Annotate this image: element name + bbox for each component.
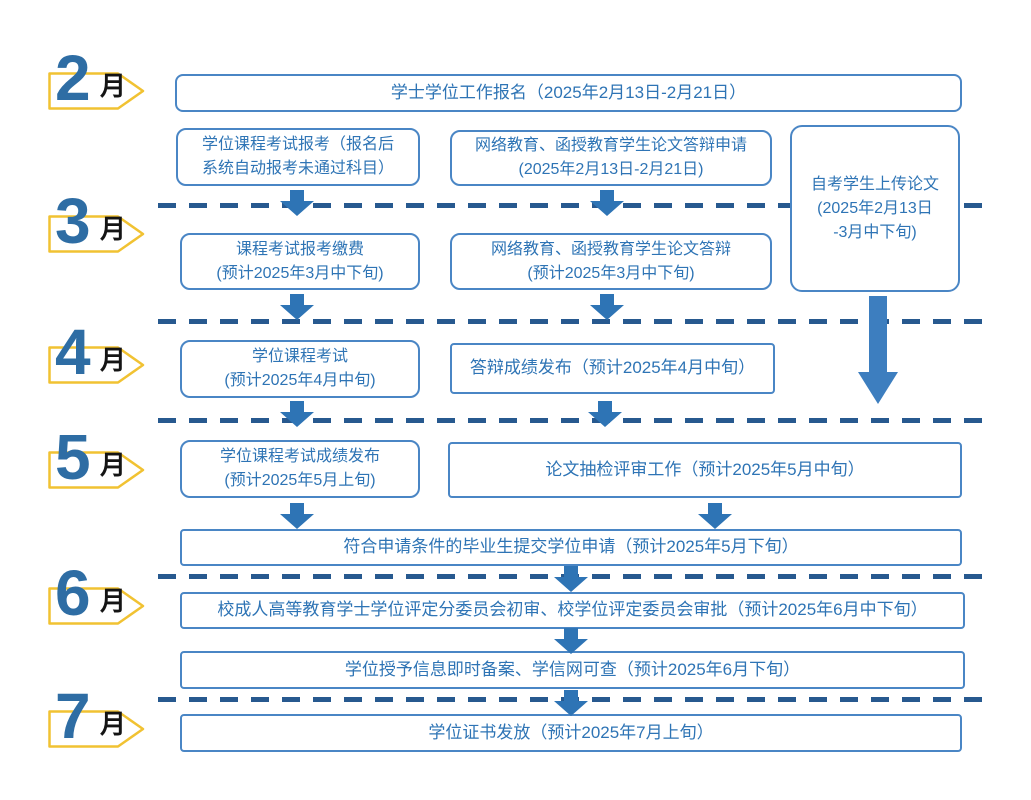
flow-box-thesis-defense: 网络教育、函授教育学生论文答辩 (预计2025年3月中下旬)	[450, 233, 772, 290]
flow-box-certificate-issuance: 学位证书发放（预计2025年7月上旬）	[180, 714, 962, 752]
month-arrow-tag-icon	[48, 451, 145, 489]
down-arrow-icon	[590, 294, 624, 320]
flow-box-thesis-spotcheck-review: 论文抽检评审工作（预计2025年5月中旬）	[448, 442, 962, 498]
month-suffix: 月	[100, 586, 127, 616]
month-label-july: 7 月	[48, 684, 145, 748]
down-arrow-icon	[588, 401, 622, 427]
down-arrow-icon	[590, 190, 624, 216]
flow-box-degree-registration: 学士学位工作报名（2025年2月13日-2月21日）	[175, 74, 962, 112]
flow-box-course-exam-signup: 学位课程考试报考（报名后 系统自动报考未通过科目）	[176, 128, 420, 186]
down-arrow-icon	[554, 628, 588, 654]
down-arrow-icon	[698, 503, 732, 529]
flow-box-submit-degree-application: 符合申请条件的毕业生提交学位申请（预计2025年5月下旬）	[180, 529, 962, 566]
month-label-march: 3 月	[48, 189, 145, 253]
down-arrow-icon	[554, 690, 588, 716]
month-number: 7	[55, 679, 91, 752]
month-suffix: 月	[100, 450, 127, 480]
month-suffix: 月	[100, 71, 127, 101]
month-number: 2	[55, 41, 91, 114]
month-label-may: 5 月	[48, 425, 145, 489]
month-number: 4	[55, 315, 91, 388]
month-number: 3	[55, 184, 91, 257]
flow-box-degree-course-exam: 学位课程考试 (预计2025年4月中旬)	[180, 340, 420, 398]
month-suffix: 月	[100, 345, 127, 375]
month-arrow-tag-icon	[48, 710, 145, 748]
month-label-february: 2 月	[48, 46, 145, 110]
flow-box-defense-result-release: 答辩成绩发布（预计2025年4月中旬）	[450, 343, 775, 394]
long-down-arrow-icon	[858, 296, 898, 404]
down-arrow-icon	[280, 190, 314, 216]
month-label-june: 6 月	[48, 561, 145, 625]
month-suffix: 月	[100, 709, 127, 739]
month-divider-dashed-line	[158, 319, 988, 324]
month-number: 5	[55, 420, 91, 493]
flow-box-committee-review: 校成人高等教育学士学位评定分委员会初审、校学位评定委员会审批（预计2025年6月…	[180, 592, 965, 629]
flow-box-degree-info-filing: 学位授予信息即时备案、学信网可查（预计2025年6月下旬）	[180, 651, 965, 689]
month-arrow-tag-icon	[48, 587, 145, 625]
month-arrow-tag-icon	[48, 346, 145, 384]
month-divider-dashed-line	[158, 203, 988, 208]
down-arrow-icon	[280, 401, 314, 427]
month-suffix: 月	[100, 214, 127, 244]
flow-box-selfstudy-upload-thesis: 自考学生上传论文 (2025年2月13日 -3月中下旬)	[790, 125, 960, 292]
flow-box-thesis-defense-apply: 网络教育、函授教育学生论文答辩申请 (2025年2月13日-2月21日)	[450, 130, 772, 186]
month-arrow-tag-icon	[48, 215, 145, 253]
down-arrow-icon	[280, 503, 314, 529]
flow-box-exam-result-release: 学位课程考试成绩发布 (预计2025年5月上旬)	[180, 440, 420, 498]
down-arrow-icon	[554, 566, 588, 592]
flow-box-exam-fee-payment: 课程考试报考缴费 (预计2025年3月中下旬)	[180, 233, 420, 290]
month-number: 6	[55, 556, 91, 629]
down-arrow-icon	[280, 294, 314, 320]
month-label-april: 4 月	[48, 320, 145, 384]
month-arrow-tag-icon	[48, 72, 145, 110]
month-divider-dashed-line	[158, 418, 988, 423]
